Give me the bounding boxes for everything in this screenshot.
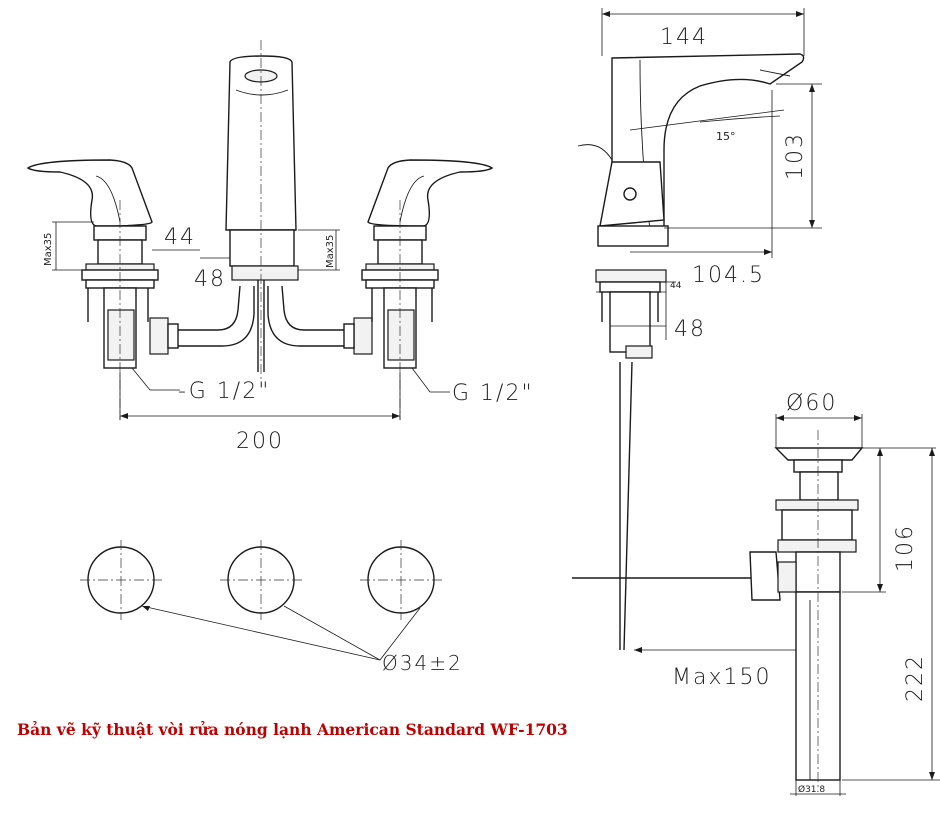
front-dimensions bbox=[52, 221, 450, 420]
dim-44-small-label: 44 bbox=[670, 281, 682, 291]
dim-44-label: 44 bbox=[164, 225, 196, 250]
center-spout bbox=[149, 40, 373, 380]
side-dim-48-label: 48 bbox=[674, 317, 706, 342]
side-view: 144 103 15° 104.5 44 48 Max150 bbox=[577, 8, 822, 690]
hole-diameter-label: Ø34±2 bbox=[382, 651, 463, 675]
front-view: 44 48 Max35 Max35 -G 1/2" G 1/2" 200 bbox=[26, 40, 534, 454]
left-handle bbox=[26, 159, 159, 420]
mounting-holes-view: Ø34±2 bbox=[80, 540, 463, 675]
dim-200-label: 200 bbox=[236, 429, 284, 454]
drain-view: Ø60 106 222 Ø31.8 bbox=[572, 391, 940, 796]
drawing-caption: Bản vẽ kỹ thuật vòi rửa nóng lạnh Americ… bbox=[17, 720, 568, 739]
dim-d31-8-label: Ø31.8 bbox=[798, 784, 825, 795]
dim-104-5-label: 104.5 bbox=[692, 263, 765, 288]
thread-right-label: G 1/2" bbox=[452, 381, 534, 406]
dim-222-label: 222 bbox=[903, 654, 928, 702]
dim-max150-label: Max150 bbox=[672, 665, 771, 690]
dim-106-label: 106 bbox=[893, 524, 918, 572]
dim-max35-left-label: Max35 bbox=[43, 233, 54, 266]
dim-48-label: 48 bbox=[194, 267, 226, 292]
angle-15-label: 15° bbox=[716, 130, 736, 143]
dim-d60-label: Ø60 bbox=[786, 391, 837, 416]
thread-left-label: -G 1/2" bbox=[178, 379, 270, 404]
dim-103-label: 103 bbox=[783, 132, 808, 180]
dim-max35-right-label: Max35 bbox=[325, 235, 336, 268]
right-handle bbox=[361, 159, 494, 420]
dim-144-label: 144 bbox=[660, 25, 708, 50]
